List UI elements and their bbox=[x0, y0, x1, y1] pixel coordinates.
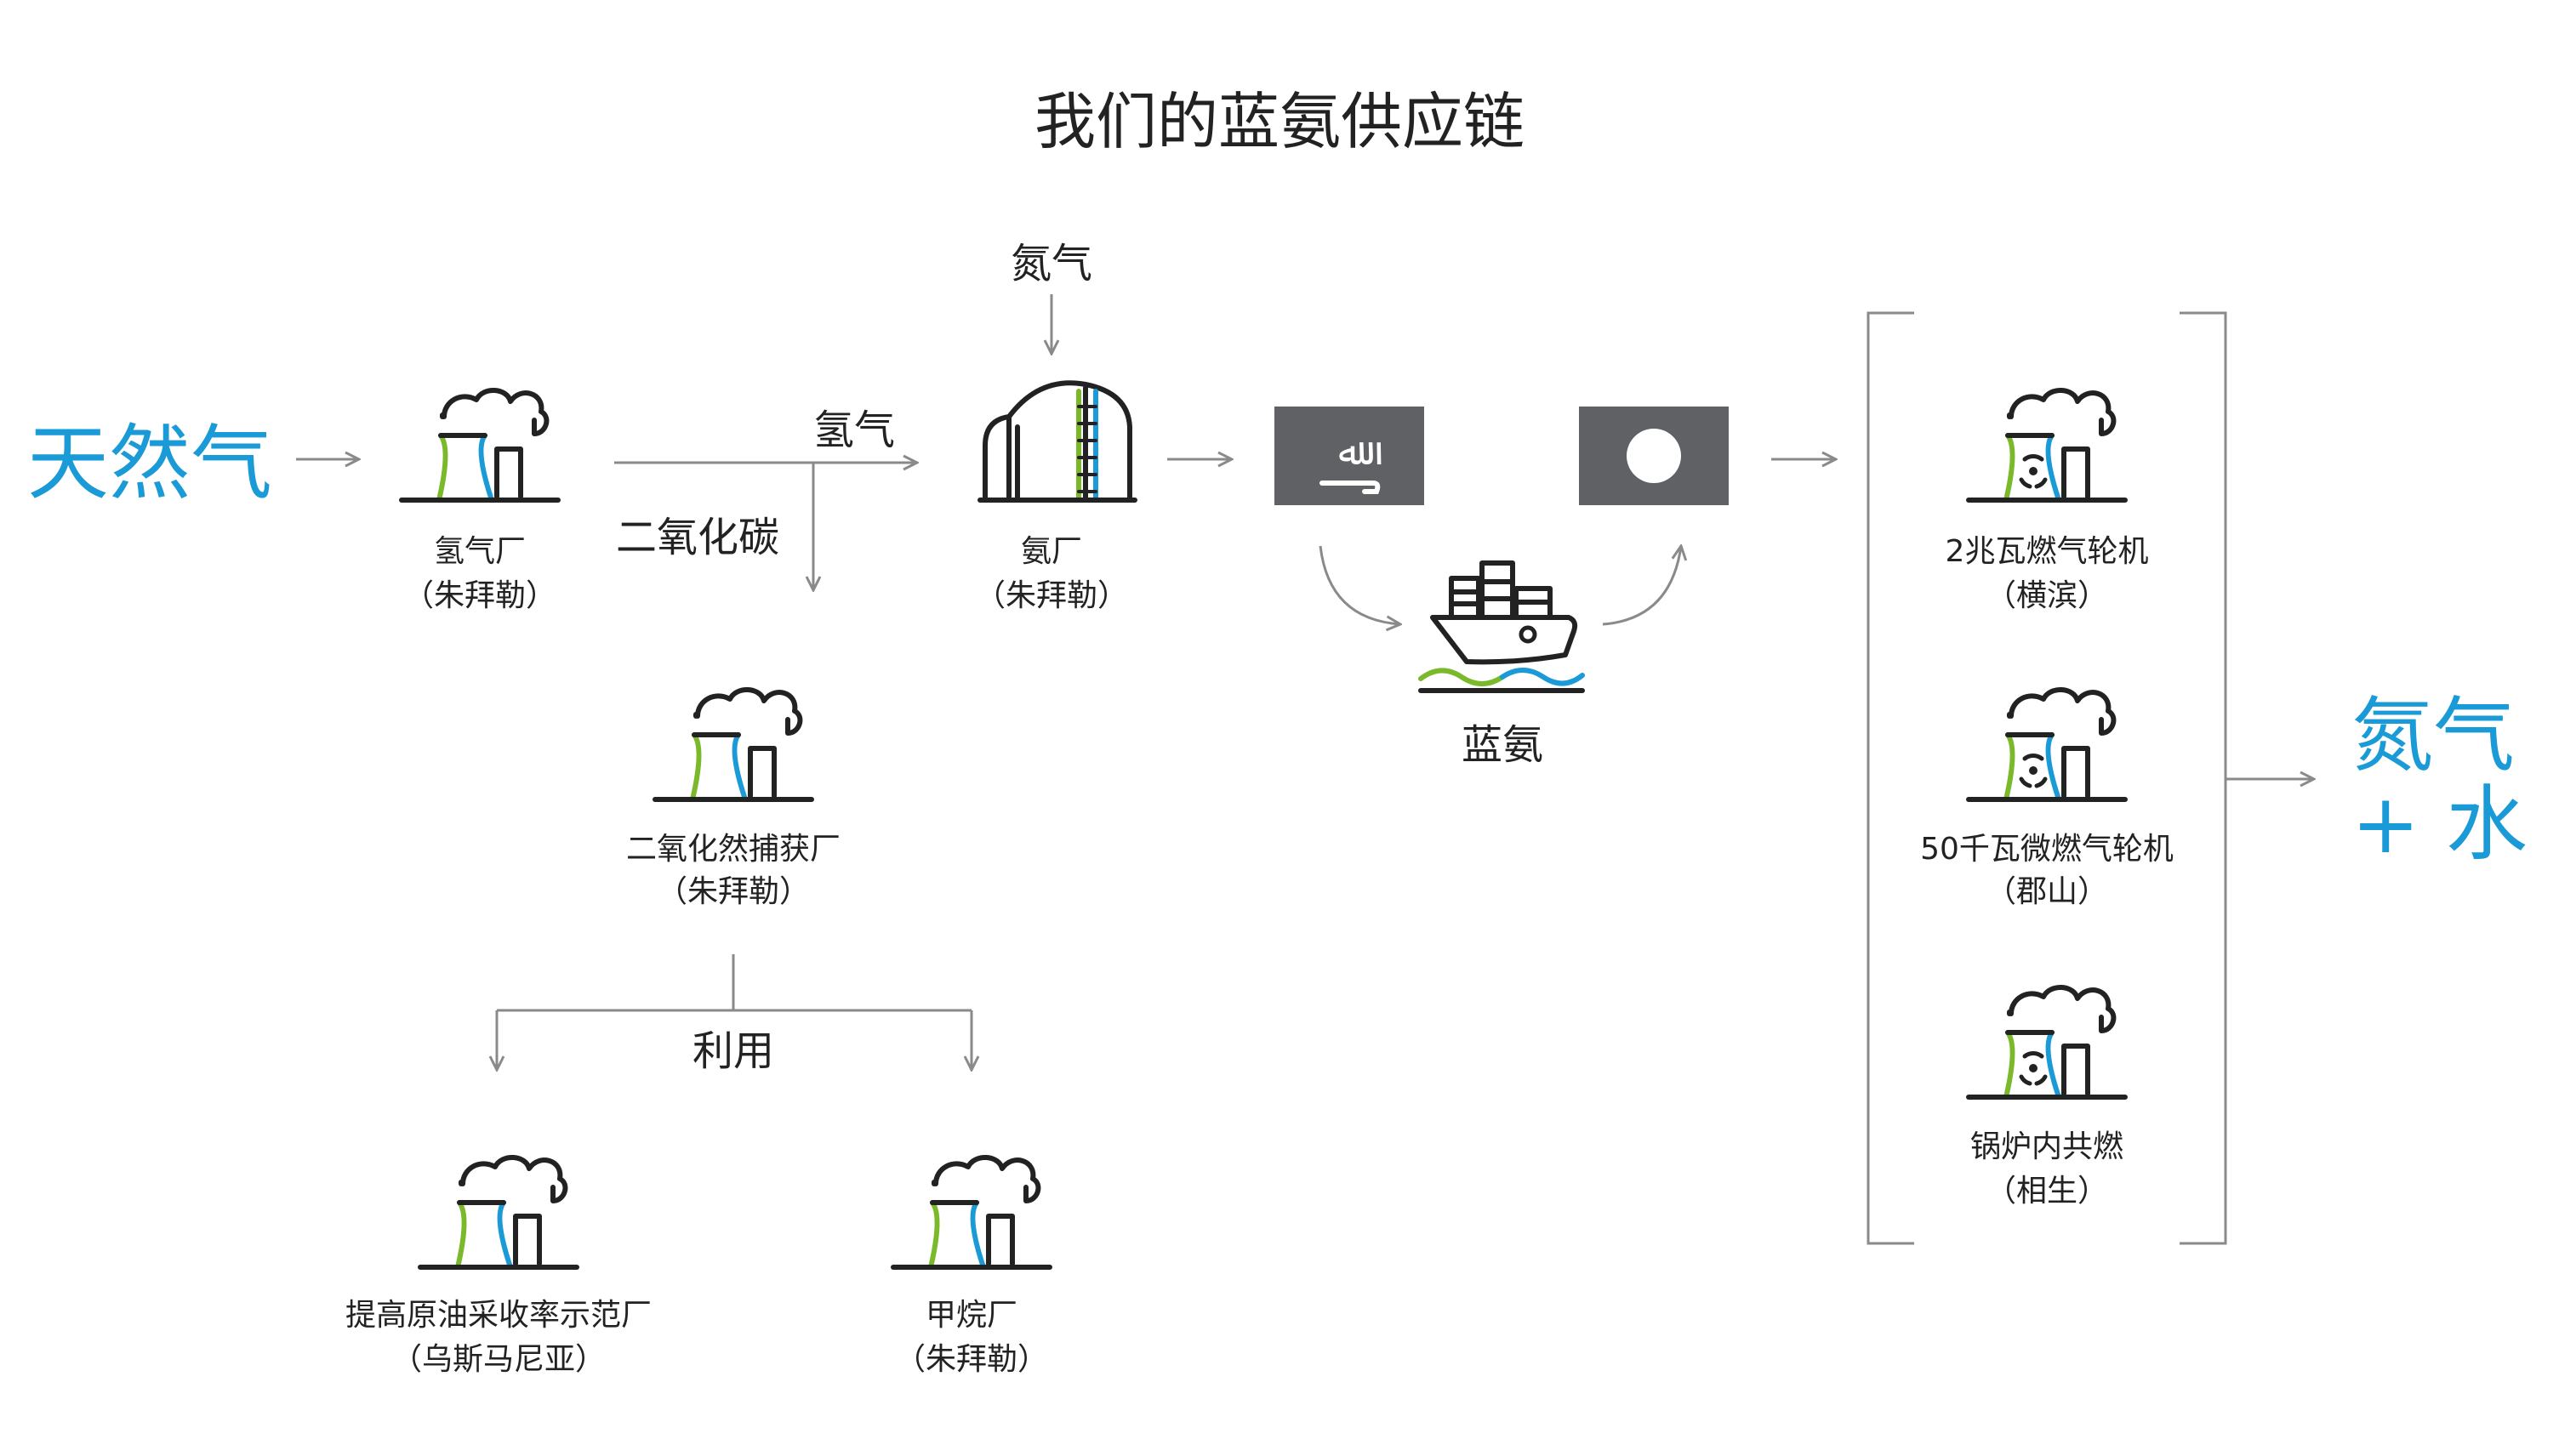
capture-plant-name: 二氧化然捕获厂 bbox=[626, 832, 841, 867]
methane-plant-name: 甲烷厂 bbox=[926, 1298, 1017, 1333]
utilization-label: 利用 bbox=[692, 1027, 774, 1075]
japan-flag-disc bbox=[1627, 429, 1681, 483]
use-location: （横滨） bbox=[1986, 578, 2108, 613]
co2-capture-plant-icon bbox=[655, 690, 812, 799]
use-location: （相生） bbox=[1986, 1174, 2108, 1209]
ammonia-tank-icon bbox=[977, 380, 1137, 503]
use-power-plant-icon bbox=[1969, 390, 2125, 500]
nitrogen-label: 氮气 bbox=[1011, 240, 1092, 287]
use-power-plant-icon bbox=[1969, 690, 2125, 799]
output-line-2: + 水 bbox=[2351, 776, 2528, 872]
methane-plant-location: （朱拜勒） bbox=[895, 1342, 1048, 1377]
eor-plant-icon bbox=[420, 1157, 577, 1267]
hydrogen-label: 氢气 bbox=[813, 407, 895, 454]
use-name: 50千瓦微燃气轮机 bbox=[1920, 832, 2174, 867]
use-location: （郡山） bbox=[1986, 874, 2108, 909]
arrow-ship-to-import bbox=[1602, 546, 1681, 626]
ammonia-plant-location: （朱拜勒） bbox=[975, 578, 1128, 613]
co2-label: 二氧化碳 bbox=[616, 514, 779, 561]
page-title: 我们的蓝氨供应链 bbox=[1034, 86, 1525, 157]
capture-plant-location: （朱拜勒） bbox=[657, 874, 810, 909]
eor-plant-name: 提高原油采收率示范厂 bbox=[345, 1298, 652, 1333]
hydrogen-plant-icon bbox=[402, 390, 558, 500]
hydrogen-plant-name: 氢气厂 bbox=[434, 534, 526, 569]
use-power-plant-icon bbox=[1969, 987, 2125, 1097]
arrow-export-to-ship bbox=[1319, 545, 1400, 624]
uses-bracket-left bbox=[1867, 311, 1914, 1245]
output-line-1: 氮气 bbox=[2351, 688, 2515, 783]
ship-label: 蓝氨 bbox=[1462, 721, 1543, 769]
use-name: 2兆瓦燃气轮机 bbox=[1946, 534, 2149, 569]
use-name: 锅炉内共燃 bbox=[1970, 1129, 2123, 1164]
cargo-ship-icon bbox=[1418, 560, 1585, 693]
uses-bracket-right bbox=[2180, 311, 2227, 1245]
saudi-flag bbox=[1274, 407, 1424, 505]
saudi-flag-sword-icon bbox=[1319, 481, 1381, 494]
hydrogen-plant-location: （朱拜勒） bbox=[403, 578, 556, 613]
source-label: 天然气 bbox=[27, 416, 272, 511]
methane-plant-icon bbox=[893, 1157, 1050, 1267]
eor-plant-location: （乌斯马尼亚） bbox=[391, 1342, 606, 1377]
ammonia-plant-name: 氨厂 bbox=[1021, 534, 1082, 569]
